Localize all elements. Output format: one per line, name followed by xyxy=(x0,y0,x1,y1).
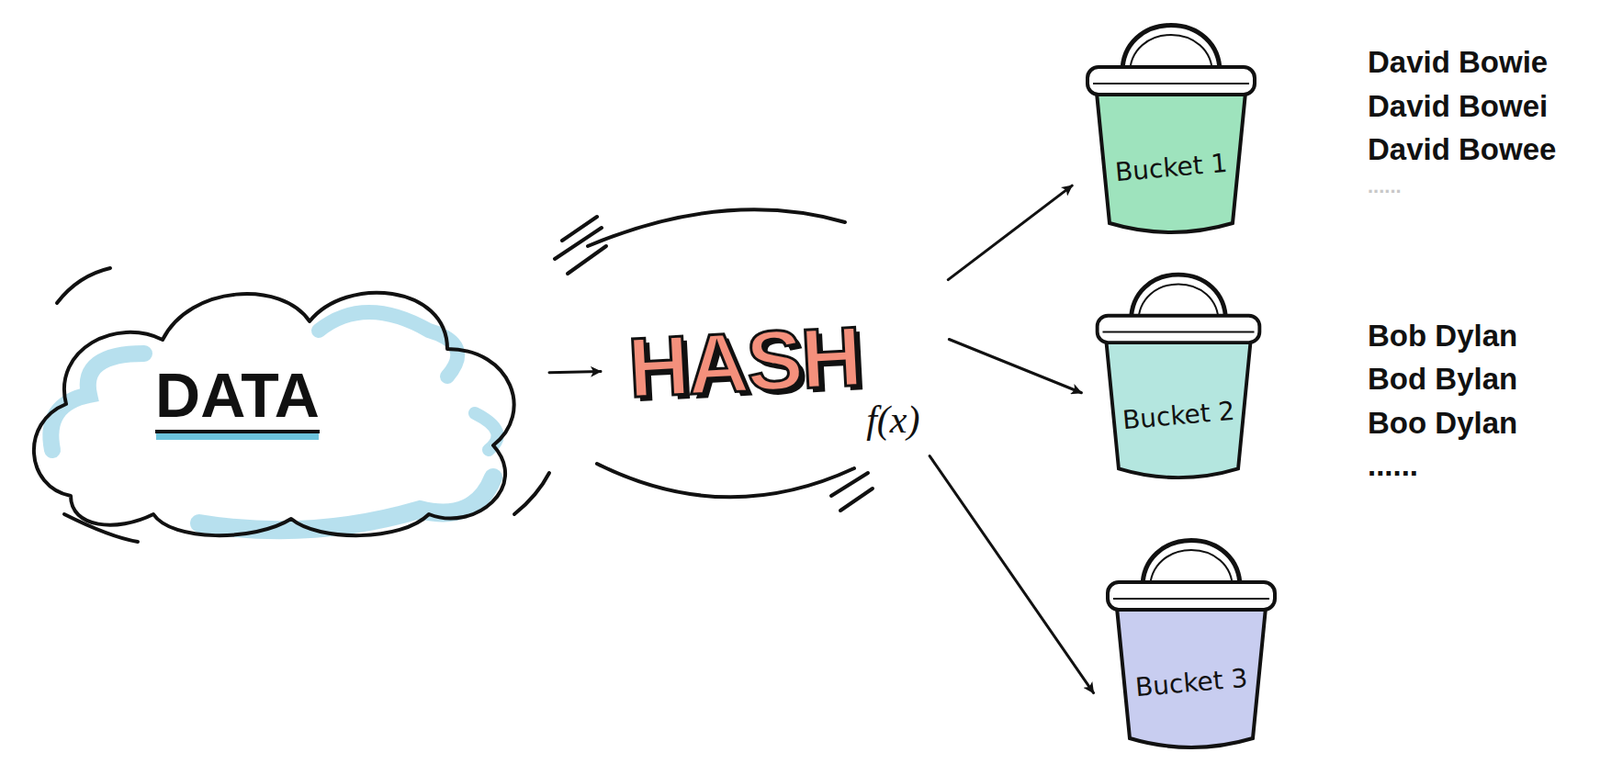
list-item: Boo Dylan xyxy=(1367,405,1518,442)
list-item: David Bowei xyxy=(1367,88,1548,125)
list-item: David Bowee xyxy=(1367,131,1556,169)
bucket-body xyxy=(1116,608,1266,748)
speed-line xyxy=(562,216,598,241)
arrow-connector xyxy=(929,456,1093,694)
bucket-lid xyxy=(1097,315,1261,343)
cloud-outline xyxy=(33,292,515,536)
list-item: David Bowie xyxy=(1367,44,1548,81)
bucket-outline xyxy=(1096,525,1286,755)
bucket-rim xyxy=(1113,597,1270,600)
speed-line xyxy=(840,488,873,511)
motion-line xyxy=(56,268,111,304)
bucket: Bucket 2 xyxy=(1086,259,1271,485)
cloud-wash xyxy=(199,477,494,530)
hash-function: HASHf(x) xyxy=(606,275,943,451)
swoosh-arc xyxy=(597,463,855,497)
speed-line xyxy=(831,473,868,496)
bucket-rim xyxy=(1092,82,1250,85)
list-item: ...... xyxy=(1367,174,1402,199)
list-item: Bob Dylan xyxy=(1367,317,1518,355)
list-item: Bod Bylan xyxy=(1367,360,1518,398)
function-label: f(x) xyxy=(866,398,920,441)
motion-line xyxy=(514,473,550,515)
data-cloud: DATA xyxy=(15,266,542,547)
bucket: Bucket 1 xyxy=(1076,10,1266,240)
list-item: ...... xyxy=(1367,447,1419,485)
arrow-connector xyxy=(948,338,1082,393)
bucket: Bucket 3 xyxy=(1096,525,1286,755)
bucket-lid xyxy=(1107,582,1275,610)
swoosh-arc xyxy=(587,209,846,247)
bucket-body xyxy=(1096,92,1246,233)
bucket-lid xyxy=(1087,67,1255,95)
bucket-body xyxy=(1105,340,1251,478)
bucket-outline xyxy=(1076,10,1266,240)
cloud-label: DATA xyxy=(155,360,320,434)
bucket-outline xyxy=(1086,259,1271,485)
speed-line xyxy=(567,246,607,274)
cloud-wash xyxy=(318,312,458,377)
arrow-connector xyxy=(947,185,1072,281)
cloud-fill xyxy=(33,292,515,536)
arrow-connector xyxy=(549,371,601,373)
hash-word: HASH xyxy=(626,310,864,416)
bucket-rim xyxy=(1102,330,1254,333)
